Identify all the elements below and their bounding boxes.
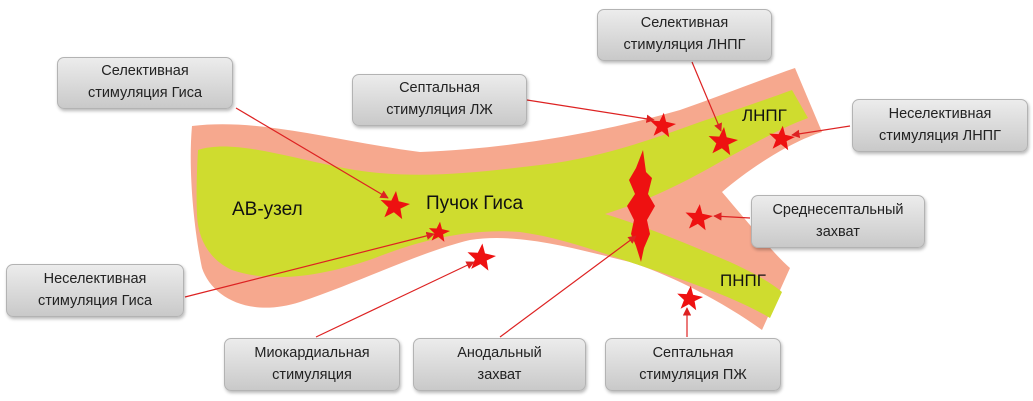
- callout-nonselective-lbb: Неселективная стимуляция ЛНПГ: [852, 99, 1028, 152]
- arrow-nonselective-lbb: [791, 125, 851, 138]
- burst-nonselective-lbb: [769, 125, 795, 151]
- burst-myocardial: [467, 243, 496, 271]
- burst-midseptal: [685, 204, 713, 231]
- arrow-selective-his: [235, 107, 389, 199]
- region-label-av-node: АВ-узел: [232, 199, 303, 220]
- callout-septal-rv: Септальная стимуляция ПЖ: [605, 338, 781, 391]
- arrow-midseptal: [713, 212, 751, 221]
- callout-nonselective-his: Неселективная стимуляция Гиса: [6, 264, 184, 317]
- arrow-nonselective-his: [184, 231, 435, 298]
- arrow-anodal: [499, 235, 637, 338]
- callout-selective-his: Селективная стимуляция Гиса: [57, 57, 233, 109]
- region-label-rbb: ПНПГ: [720, 271, 766, 290]
- burst-septal-rv: [677, 285, 703, 311]
- callout-myocardial: Миокардиальная стимуляция: [224, 338, 400, 391]
- burst-anodal: [627, 150, 655, 262]
- burst-selective-lbb: [708, 127, 738, 156]
- callout-anodal-capture: Анодальный захват: [413, 338, 586, 391]
- arrow-selective-lbb: [691, 61, 722, 132]
- callout-septal-lv: Септальная стимуляция ЛЖ: [352, 74, 527, 126]
- core-tissue-shape: [196, 90, 808, 318]
- region-label-his-bundle: Пучок Гиса: [426, 193, 524, 214]
- callout-selective-lbb: Селективная стимуляция ЛНПГ: [597, 9, 772, 61]
- callout-midseptal-capture: Среднесептальный захват: [751, 195, 925, 248]
- region-label-lbb: ЛНПГ: [742, 106, 787, 125]
- arrow-myocardial: [315, 261, 475, 338]
- burst-septal-lv: [650, 112, 676, 138]
- burst-selective-his: [380, 191, 410, 220]
- arrow-septal-lv: [526, 99, 655, 123]
